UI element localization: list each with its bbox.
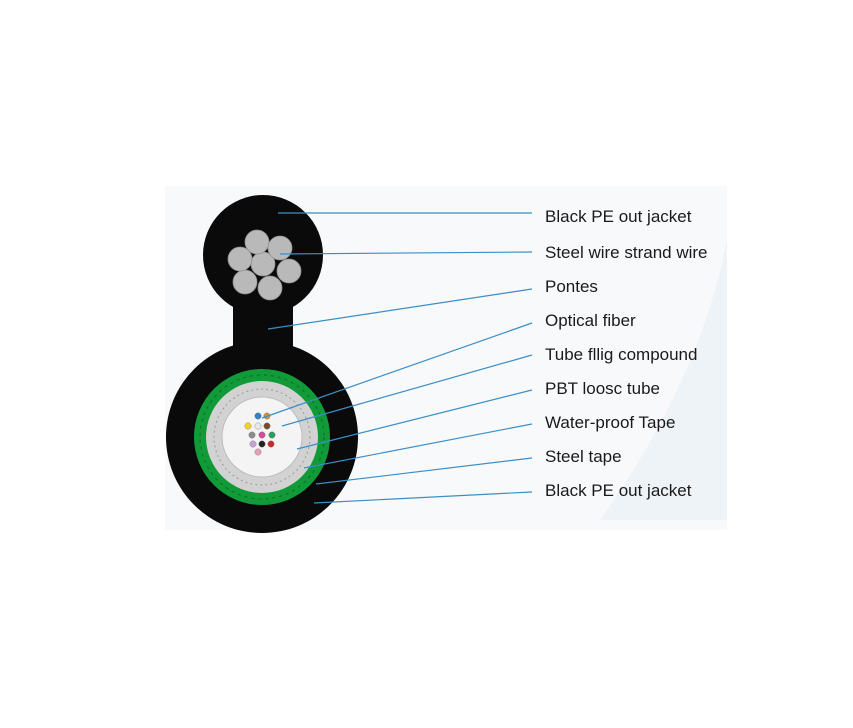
leader-line	[303, 423, 533, 469]
strand-wire	[257, 275, 283, 301]
optical-fiber-strand	[248, 431, 256, 439]
steel-wire-strands	[227, 229, 302, 301]
steel-tape-dash-ring	[199, 374, 325, 500]
label-steel-wire-strand-wire: Steel wire strand wire	[545, 243, 708, 262]
optical-fiber-strand	[263, 422, 271, 430]
leader-line	[313, 491, 533, 504]
label-pbt-loose-tube: PBT loosc tube	[545, 379, 660, 398]
optical-fiber-strand	[258, 440, 266, 448]
strand-wire	[227, 246, 253, 272]
optical-fiber-strand	[267, 440, 275, 448]
leader-line	[261, 322, 533, 419]
strand-wire	[276, 258, 302, 284]
label-black-pe-out-jacket-top: Black PE out jacket	[545, 207, 692, 226]
leader-line	[296, 389, 533, 450]
label-tube-filling-compound: Tube fllig compound	[545, 345, 697, 364]
label-black-pe-out-jacket-bottom: Black PE out jacket	[545, 481, 692, 500]
optical-fiber-strand	[249, 440, 257, 448]
background-swoosh	[600, 240, 727, 520]
optical-fiber-strand	[254, 448, 262, 456]
label-pontes: Pontes	[545, 277, 598, 296]
strand-wire	[267, 235, 293, 261]
optical-fiber-strand	[254, 412, 262, 420]
leader-line	[281, 354, 533, 427]
optical-fiber-strand	[268, 431, 276, 439]
label-optical-fiber: Optical fiber	[545, 311, 636, 330]
label-water-proof-tape: Water-proof Tape	[545, 413, 675, 432]
strand-wire	[232, 269, 258, 295]
optical-fibers	[244, 412, 276, 456]
optical-fiber-strand	[244, 422, 252, 430]
strand-wire	[244, 229, 270, 255]
leader-line	[267, 288, 533, 330]
leader-lines	[261, 212, 533, 504]
water-proof-tape-dash-ring	[213, 388, 311, 486]
callout-labels: Black PE out jacket Steel wire strand wi…	[545, 207, 708, 500]
optical-fiber-strand	[258, 431, 266, 439]
leader-line	[315, 457, 533, 485]
label-steel-tape: Steel tape	[545, 447, 622, 466]
optical-fiber-strand	[254, 422, 262, 430]
leader-line	[279, 251, 533, 255]
